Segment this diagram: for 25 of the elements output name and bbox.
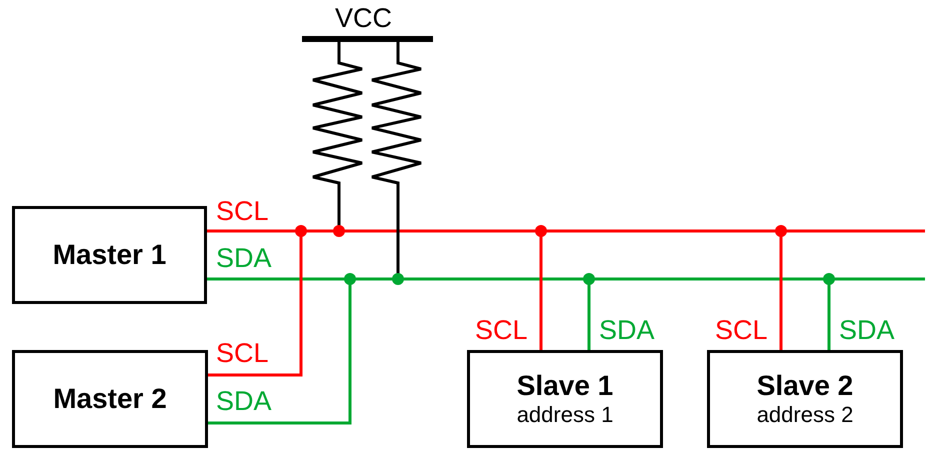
device-name: Slave 2 <box>756 370 854 402</box>
signal-label: SCL <box>216 198 269 224</box>
signal-label: SDA <box>216 244 272 272</box>
device-address: address 1 <box>516 402 614 428</box>
bus-wire <box>823 273 835 350</box>
bus-wire <box>775 225 787 350</box>
device-address: address 2 <box>756 402 854 428</box>
signal-label: SCL <box>475 316 528 344</box>
device-name: Master 2 <box>53 384 167 414</box>
supply-label: VCC <box>335 4 392 32</box>
device-box <box>467 350 663 448</box>
device-name: Master 1 <box>52 240 166 270</box>
device-box <box>707 350 903 448</box>
bus-wire <box>208 225 307 376</box>
device-box <box>12 206 207 304</box>
signal-label: SDA <box>599 316 655 344</box>
device-name: Slave 1 <box>516 370 614 402</box>
signal-label: SCL <box>715 316 768 344</box>
signal-label: SDA <box>216 388 272 414</box>
device-box <box>12 350 208 448</box>
signal-label: SCL <box>216 340 269 366</box>
bus-wire <box>207 230 925 232</box>
signal-label: SDA <box>839 316 895 344</box>
bus-wire <box>208 273 356 424</box>
bus-wire <box>535 225 547 350</box>
